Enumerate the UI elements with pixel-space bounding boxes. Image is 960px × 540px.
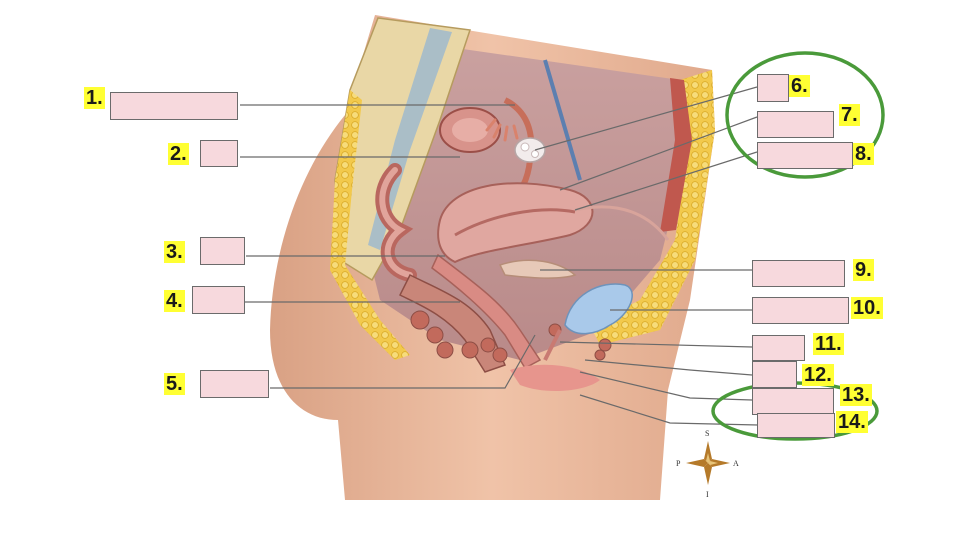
- label-number-8: 8.: [853, 143, 874, 165]
- answer-box-4[interactable]: [192, 286, 245, 314]
- anterior-fat: [590, 70, 715, 345]
- answer-box-8[interactable]: [757, 142, 853, 169]
- answer-box-11[interactable]: [752, 335, 805, 361]
- answer-box-5[interactable]: [200, 370, 269, 398]
- round-ligament: [574, 205, 670, 241]
- fimbriae: [485, 118, 519, 142]
- uterus: [437, 182, 594, 264]
- sphincter-muscles: [410, 310, 612, 363]
- label-number-12: 12.: [802, 364, 834, 386]
- answer-box-2[interactable]: [200, 140, 238, 167]
- label-number-9: 9.: [853, 259, 874, 281]
- colon-highlight: [379, 167, 413, 278]
- intestine-loop-inner: [452, 118, 488, 142]
- label-number-4: 4.: [164, 290, 185, 312]
- vagina: [431, 253, 542, 369]
- answer-box-14[interactable]: [757, 413, 835, 438]
- compass-superior: S: [705, 429, 709, 438]
- answer-box-13[interactable]: [752, 388, 834, 415]
- answer-box-9[interactable]: [752, 260, 845, 287]
- follicle: [520, 142, 530, 152]
- rectus-muscle: [660, 78, 692, 232]
- label-number-11: 11.: [813, 333, 844, 355]
- ovarian-vessel: [543, 59, 582, 181]
- highlight-circle-top: [725, 51, 885, 179]
- label-number-5: 5.: [164, 373, 185, 395]
- uterine-cavity: [454, 208, 576, 237]
- label-number-14: 14.: [836, 411, 868, 433]
- urethra: [543, 329, 562, 361]
- compass-rose: S I P A: [676, 429, 739, 499]
- label-number-13: 13.: [840, 384, 872, 406]
- label-number-7: 7.: [839, 104, 860, 126]
- answer-box-12[interactable]: [752, 361, 797, 388]
- rectum: [398, 273, 507, 373]
- answer-box-7[interactable]: [757, 111, 834, 138]
- compass-inferior: I: [706, 490, 709, 499]
- answer-box-10[interactable]: [752, 297, 849, 324]
- answer-box-6[interactable]: [757, 74, 789, 102]
- label-number-10: 10.: [851, 297, 883, 319]
- label-number-1: 1.: [84, 87, 105, 109]
- label-number-2: 2.: [168, 143, 189, 165]
- ovary: [514, 137, 546, 163]
- pubic-bone: [498, 259, 577, 279]
- urinary-bladder: [564, 283, 633, 335]
- compass-anterior: A: [733, 459, 739, 468]
- compass-posterior: P: [676, 459, 681, 468]
- leader-lines: [240, 86, 759, 426]
- answer-box-3[interactable]: [200, 237, 245, 265]
- labia: [510, 364, 600, 392]
- label-number-6: 6.: [789, 75, 810, 97]
- follicle: [531, 150, 539, 158]
- answer-box-1[interactable]: [110, 92, 238, 120]
- label-number-3: 3.: [164, 241, 185, 263]
